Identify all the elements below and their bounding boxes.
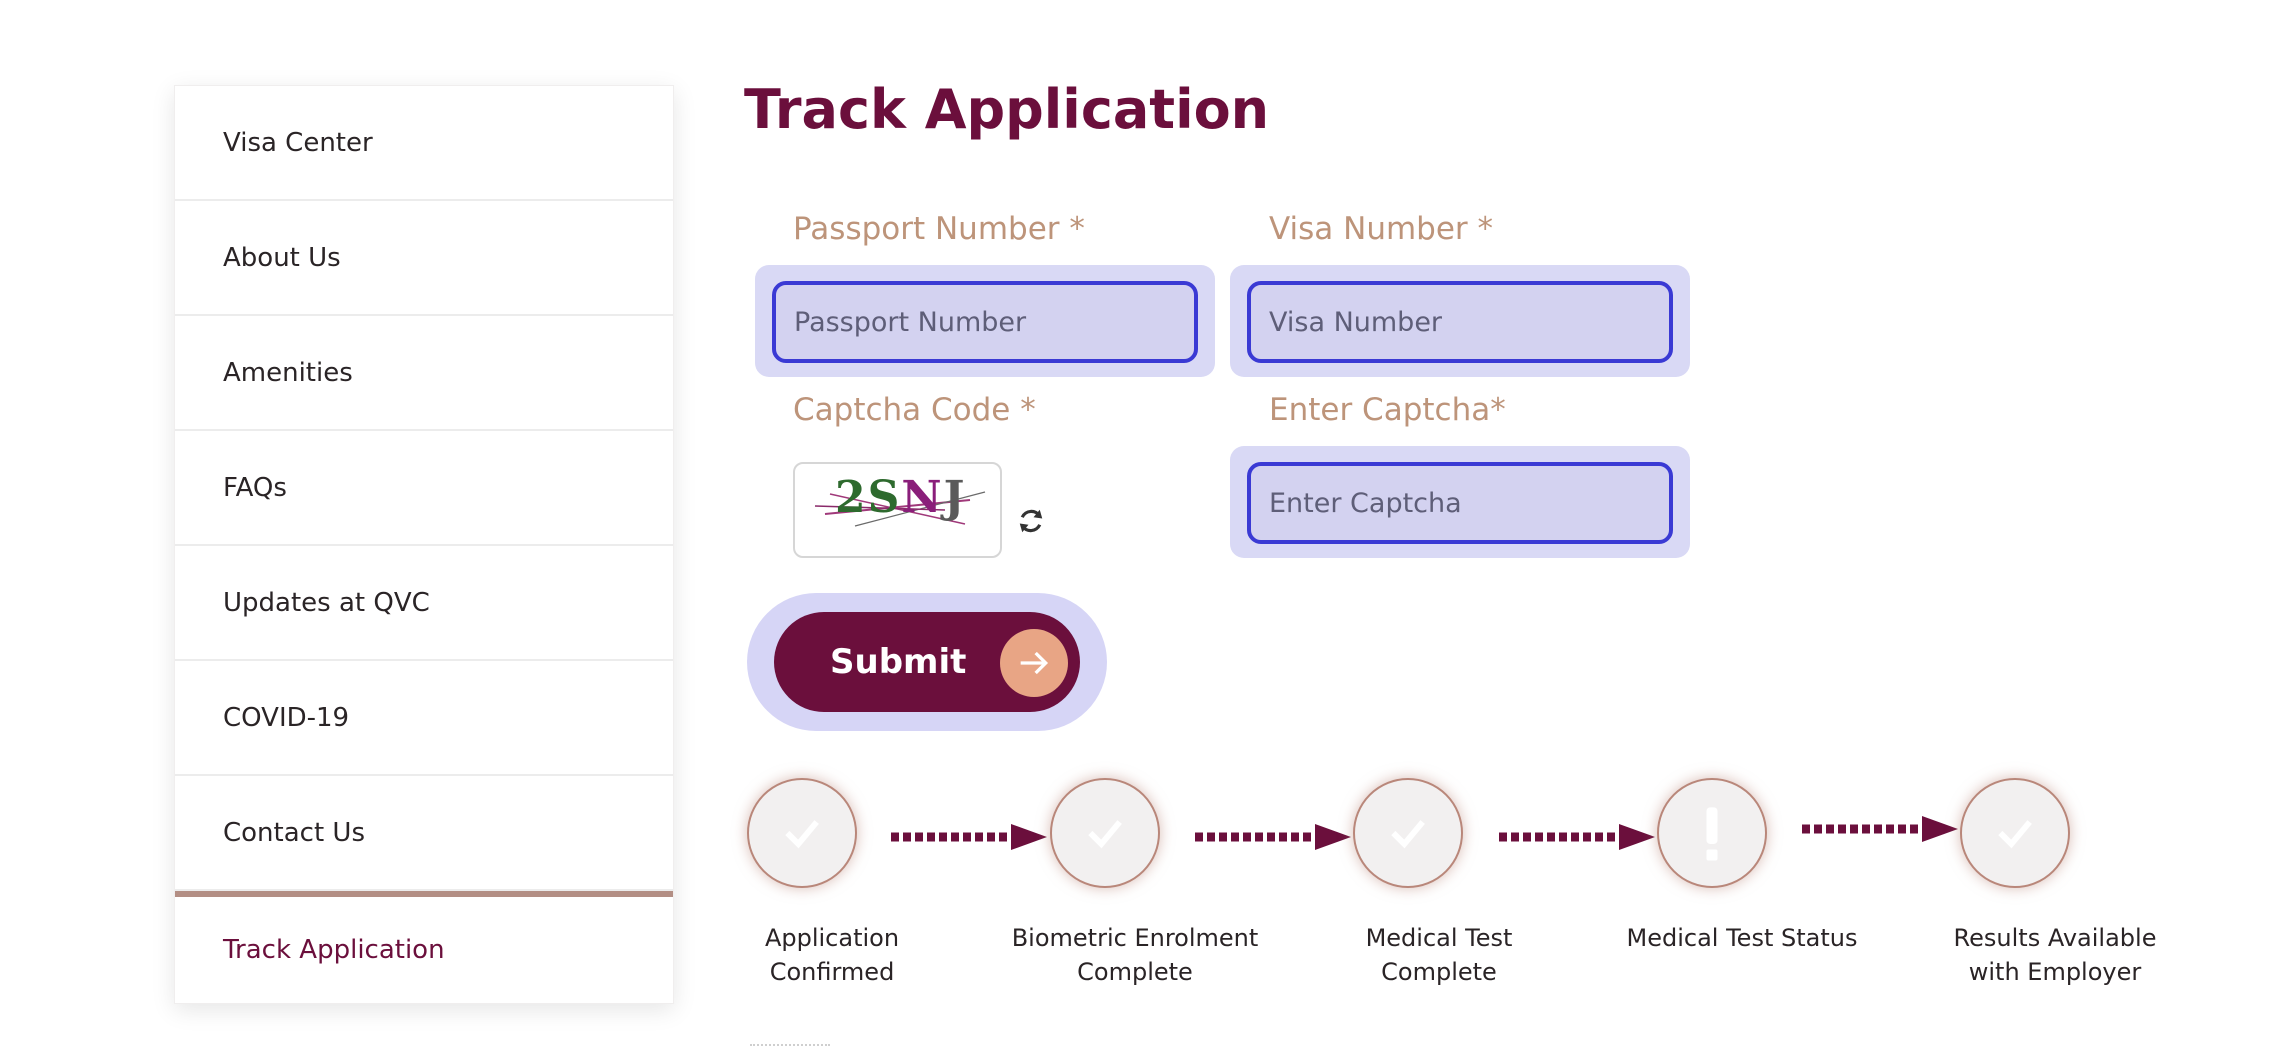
enter-captcha-field-wrap: Enter Captcha xyxy=(1230,446,1690,558)
step-label-line: Biometric Enrolment xyxy=(1011,924,1259,952)
visa-number-placeholder: Visa Number xyxy=(1269,306,1443,338)
step-connector-arrow xyxy=(891,824,1047,850)
enter-captcha-placeholder: Enter Captcha xyxy=(1269,487,1462,519)
sidebar-item-label: Updates at QVC xyxy=(223,587,430,618)
step-label-biometric-enrolment: Biometric Enrolment Complete xyxy=(985,921,1285,989)
step-label-medical-test-status: Medical Test Status xyxy=(1582,921,1902,955)
check-icon xyxy=(1998,820,2032,849)
bottom-divider xyxy=(750,1044,830,1046)
captcha-text: 2SNJ xyxy=(835,472,967,523)
captcha-noise xyxy=(814,491,986,527)
sidebar-item-label: Visa Center xyxy=(223,127,373,158)
sidebar-item-faqs[interactable]: FAQs xyxy=(175,431,673,546)
sidebar-nav: Visa Center About Us Amenities FAQs Upda… xyxy=(174,85,674,1004)
submit-label: Submit xyxy=(830,642,967,682)
sidebar-item-label: Contact Us xyxy=(223,817,365,848)
passport-field-wrap: Passport Number xyxy=(755,265,1215,377)
step-medical-test xyxy=(1353,778,1463,888)
captcha-code-label: Captcha Code * xyxy=(793,392,1036,428)
visa-number-input[interactable]: Visa Number xyxy=(1247,281,1673,363)
step-label-line: Complete xyxy=(1381,958,1497,986)
sidebar-item-covid[interactable]: COVID-19 xyxy=(175,661,673,776)
sidebar-item-contact-us[interactable]: Contact Us xyxy=(175,776,673,891)
passport-number-label: Passport Number * xyxy=(793,211,1085,247)
step-label-medical-test: Medical Test Complete xyxy=(1309,921,1569,989)
step-biometric-enrolment xyxy=(1050,778,1160,888)
sidebar-item-about-us[interactable]: About Us xyxy=(175,201,673,316)
step-application-confirmed xyxy=(747,778,857,888)
page-title: Track Application xyxy=(744,78,1270,141)
visa-number-label: Visa Number * xyxy=(1269,211,1494,247)
step-label-results-available: Results Available with Employer xyxy=(1915,921,2195,989)
sidebar-item-label: About Us xyxy=(223,242,341,273)
sidebar-item-track-application[interactable]: Track Application xyxy=(175,891,673,1003)
sidebar-item-label: Track Application xyxy=(223,935,445,965)
arrow-right-icon xyxy=(1000,629,1068,697)
step-label-line: with Employer xyxy=(1968,958,2142,986)
sidebar-item-updates[interactable]: Updates at QVC xyxy=(175,546,673,661)
refresh-captcha-icon[interactable] xyxy=(1016,506,1046,536)
check-icon xyxy=(785,820,819,849)
step-results-available xyxy=(1960,778,2070,888)
step-connector-arrow xyxy=(1499,824,1655,850)
step-label-line: Results Available xyxy=(1953,924,2157,952)
sidebar-item-label: Amenities xyxy=(223,357,353,388)
step-connector-arrow xyxy=(1802,816,1958,842)
sidebar-item-amenities[interactable]: Amenities xyxy=(175,316,673,431)
enter-captcha-label: Enter Captcha* xyxy=(1269,392,1506,428)
passport-number-input[interactable]: Passport Number xyxy=(772,281,1198,363)
step-label-line: Medical Test Status xyxy=(1626,924,1858,952)
passport-number-placeholder: Passport Number xyxy=(794,306,1027,338)
exclamation-icon xyxy=(1706,807,1718,861)
step-label-line: Complete xyxy=(1077,958,1193,986)
step-medical-test-status xyxy=(1657,778,1767,888)
visa-field-wrap: Visa Number xyxy=(1230,265,1690,377)
step-label-line: Application xyxy=(764,924,900,952)
check-icon xyxy=(1391,820,1425,849)
step-label-line: Medical Test xyxy=(1365,924,1513,952)
submit-button[interactable]: Submit xyxy=(774,612,1080,712)
sidebar-item-visa-center[interactable]: Visa Center xyxy=(175,86,673,201)
step-label-application-confirmed: Application Confirmed xyxy=(702,921,962,989)
check-icon xyxy=(1088,820,1122,849)
step-label-line: Confirmed xyxy=(769,958,895,986)
captcha-image: 2SNJ xyxy=(793,462,1002,558)
step-connector-arrow xyxy=(1195,824,1351,850)
sidebar-item-label: FAQs xyxy=(223,472,287,503)
sidebar-item-label: COVID-19 xyxy=(223,702,350,733)
enter-captcha-input[interactable]: Enter Captcha xyxy=(1247,462,1673,544)
